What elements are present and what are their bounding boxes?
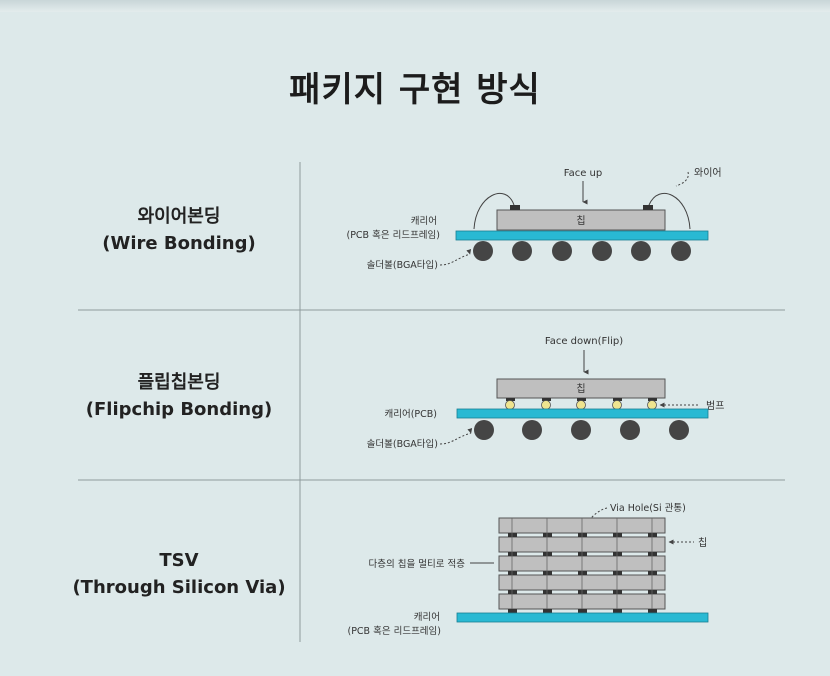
solder-ball — [552, 241, 572, 261]
bond-pad-left — [510, 205, 520, 210]
chip-stack — [498, 517, 666, 613]
row-name-en: (Flipchip Bonding) — [85, 399, 273, 420]
solder-ball-label: 솔더볼(BGA타입) — [367, 438, 438, 450]
solder-ball — [473, 241, 493, 261]
bump — [541, 400, 551, 410]
chip — [496, 209, 666, 231]
solder-ball — [522, 420, 542, 440]
carrier — [455, 230, 709, 241]
carrier-label: 캐리어 — [414, 612, 440, 623]
bump-pad — [648, 398, 657, 401]
wire-label: 와이어 — [694, 167, 722, 179]
bump-label: 범프 — [706, 400, 724, 412]
solder-ball — [592, 241, 612, 261]
row-name-ko: 와이어본딩 — [137, 206, 221, 227]
bond-wire-right — [648, 193, 691, 230]
bump-pad — [613, 398, 622, 401]
row-label-flipchip-bonding: 플립칩본딩 (Flipchip Bonding) — [70, 369, 288, 423]
stack-label: 다층의 칩을 멀티로 적층 — [369, 558, 466, 570]
solder-ball — [631, 241, 651, 261]
tsv-vias — [508, 533, 657, 613]
bump — [612, 400, 622, 410]
via-hole-label: Via Hole(Si 관통) — [610, 503, 686, 514]
solder-ball — [669, 420, 689, 440]
bond-pad-right — [643, 205, 653, 210]
solder-ball — [671, 241, 691, 261]
carrier-sub-label: (PCB 혹은 리드프레임) — [347, 625, 441, 637]
wire-bonding-diagram: Face up 와이어 칩 캐리어 (PCB 혹은 리드프레임) 솔더볼(BGA… — [346, 167, 721, 271]
solder-ball — [474, 420, 494, 440]
tsv-via-lines — [511, 518, 653, 609]
face-up-label: Face up — [564, 168, 602, 179]
top-bar — [0, 0, 830, 12]
solder-leader — [439, 248, 472, 266]
page-title: 패키지 구현 방식 — [289, 70, 541, 110]
carrier-label: 캐리어(PCB) — [384, 409, 437, 420]
solder-ball-label: 솔더볼(BGA타입) — [367, 259, 438, 271]
bump-pad — [542, 398, 551, 401]
carrier-sub-label: (PCB 혹은 리드프레임) — [346, 229, 440, 241]
bump-pad — [577, 398, 586, 401]
row-label-tsv: TSV (Through Silicon Via) — [70, 547, 288, 601]
tsv-diagram: Via Hole(Si 관통) 칩 다층의 칩을 멀티로 적층 캐리어 ( — [347, 503, 709, 637]
carrier — [456, 612, 709, 623]
row-name-ko: 플립칩본딩 — [137, 372, 221, 393]
chip-label: 칩 — [576, 215, 585, 227]
solder-ball — [620, 420, 640, 440]
chip-label: 칩 — [698, 537, 707, 549]
bond-wire-left — [473, 193, 515, 230]
bump — [576, 400, 586, 410]
row-name-ko: TSV — [159, 550, 199, 571]
carrier — [456, 408, 709, 419]
wire-leader — [675, 171, 689, 187]
flipchip-bonding-diagram: Face down(Flip) 칩 범프 캐리어(PCB) 솔더볼(BGA타입) — [367, 336, 725, 450]
solder-leader — [439, 427, 473, 445]
bump-pad — [506, 398, 515, 401]
solder-ball — [571, 420, 591, 440]
bump — [647, 400, 657, 410]
solder-ball — [512, 241, 532, 261]
carrier-label: 캐리어 — [411, 216, 437, 227]
bump — [505, 400, 515, 410]
chip-label: 칩 — [576, 383, 585, 395]
row-name-en: (Through Silicon Via) — [72, 577, 286, 598]
row-name-en: (Wire Bonding) — [102, 233, 256, 254]
face-down-label: Face down(Flip) — [545, 336, 623, 347]
row-label-wire-bonding: 와이어본딩 (Wire Bonding) — [70, 203, 288, 257]
